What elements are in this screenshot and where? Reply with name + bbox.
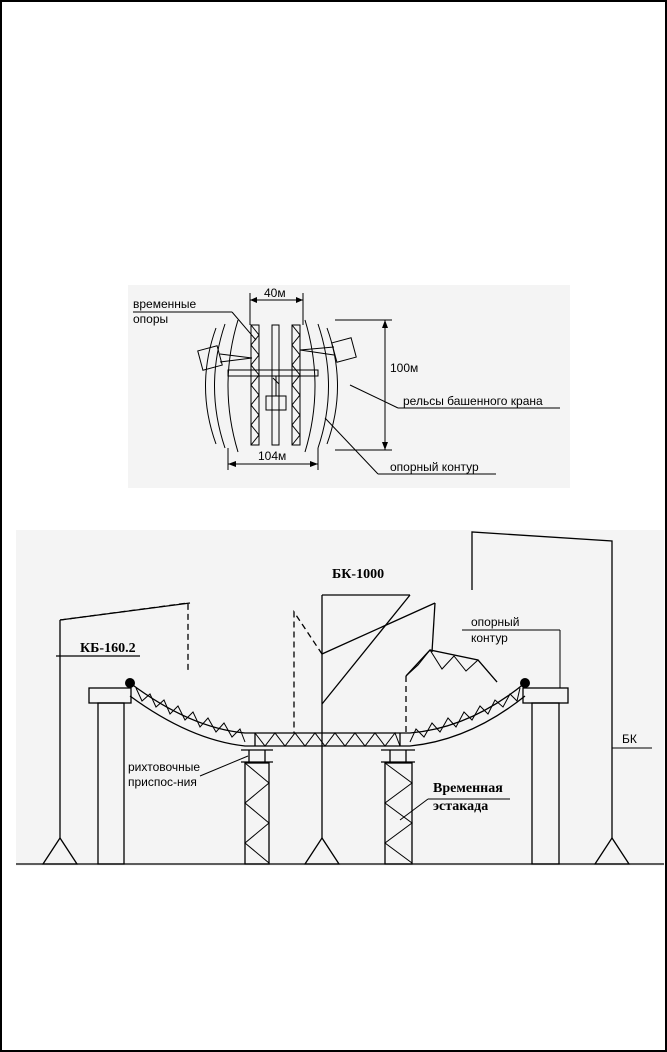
- label-temp-trestle: Временная: [433, 781, 503, 796]
- crane-bk: [471, 531, 652, 865]
- label-temp-supports: временные: [133, 297, 197, 311]
- rail-arc-left: [214, 323, 226, 449]
- leader-line: [324, 417, 379, 475]
- roof-truss: [129, 682, 526, 747]
- elevation-view: КБ-160.2: [16, 530, 664, 866]
- temp-support-right: [291, 324, 301, 446]
- arrow-right-icon: [310, 461, 318, 467]
- label-support-contour-elev: опорный: [471, 615, 519, 629]
- label-adjust-devices-2: приспос-ния: [128, 775, 197, 789]
- temp-support-left: [250, 324, 260, 446]
- temp-trestle-left: [241, 749, 273, 865]
- label-bk: БК: [622, 732, 637, 746]
- label-support-contour-elev-2: контур: [471, 631, 508, 645]
- dim-label-40m: 40м: [264, 286, 286, 300]
- rail-arc-right: [317, 323, 329, 449]
- arrow-left-icon: [250, 297, 257, 303]
- crane-kb160: [41, 602, 191, 865]
- label-kb160: КБ-160.2: [80, 641, 136, 656]
- dim-label-104m: 104м: [258, 449, 286, 463]
- crane-cable: [272, 377, 280, 385]
- support-column-right: [531, 702, 560, 865]
- support-column-left: [97, 702, 125, 865]
- arrow-right-icon: [296, 297, 303, 303]
- label-crane-rails: рельсы башенного крана: [403, 394, 543, 408]
- contour-arc-left: [227, 319, 239, 453]
- tower-crane-right: [299, 337, 357, 363]
- tower-crane-left: [197, 345, 253, 371]
- dim-label-100m: 100м: [390, 361, 418, 375]
- center-beam: [271, 324, 280, 446]
- leader-line: [231, 311, 257, 341]
- plan-background: [128, 285, 570, 488]
- arrow-down-icon: [382, 442, 388, 450]
- temp-trestle-right: [381, 749, 415, 865]
- cross-beam: [227, 369, 319, 377]
- leader-line: [399, 798, 429, 821]
- plan-view: 40м временные опоры: [128, 285, 570, 488]
- label-temp-trestle-2: эстакада: [433, 799, 488, 814]
- label-adjust-devices: рихтовочные: [128, 760, 200, 774]
- label-bk1000: БК-1000: [332, 567, 384, 582]
- contour-arc-right: [304, 319, 316, 453]
- label-support-contour: опорный контур: [390, 460, 479, 474]
- label-temp-supports-2: опоры: [133, 312, 168, 326]
- rail-arc-right: [326, 327, 338, 445]
- arrow-up-icon: [382, 320, 388, 328]
- arrow-left-icon: [228, 461, 236, 467]
- crane-bk1000: [293, 594, 498, 865]
- leader-line: [349, 384, 399, 409]
- leader-line: [199, 755, 249, 777]
- rail-arc-left: [205, 327, 217, 445]
